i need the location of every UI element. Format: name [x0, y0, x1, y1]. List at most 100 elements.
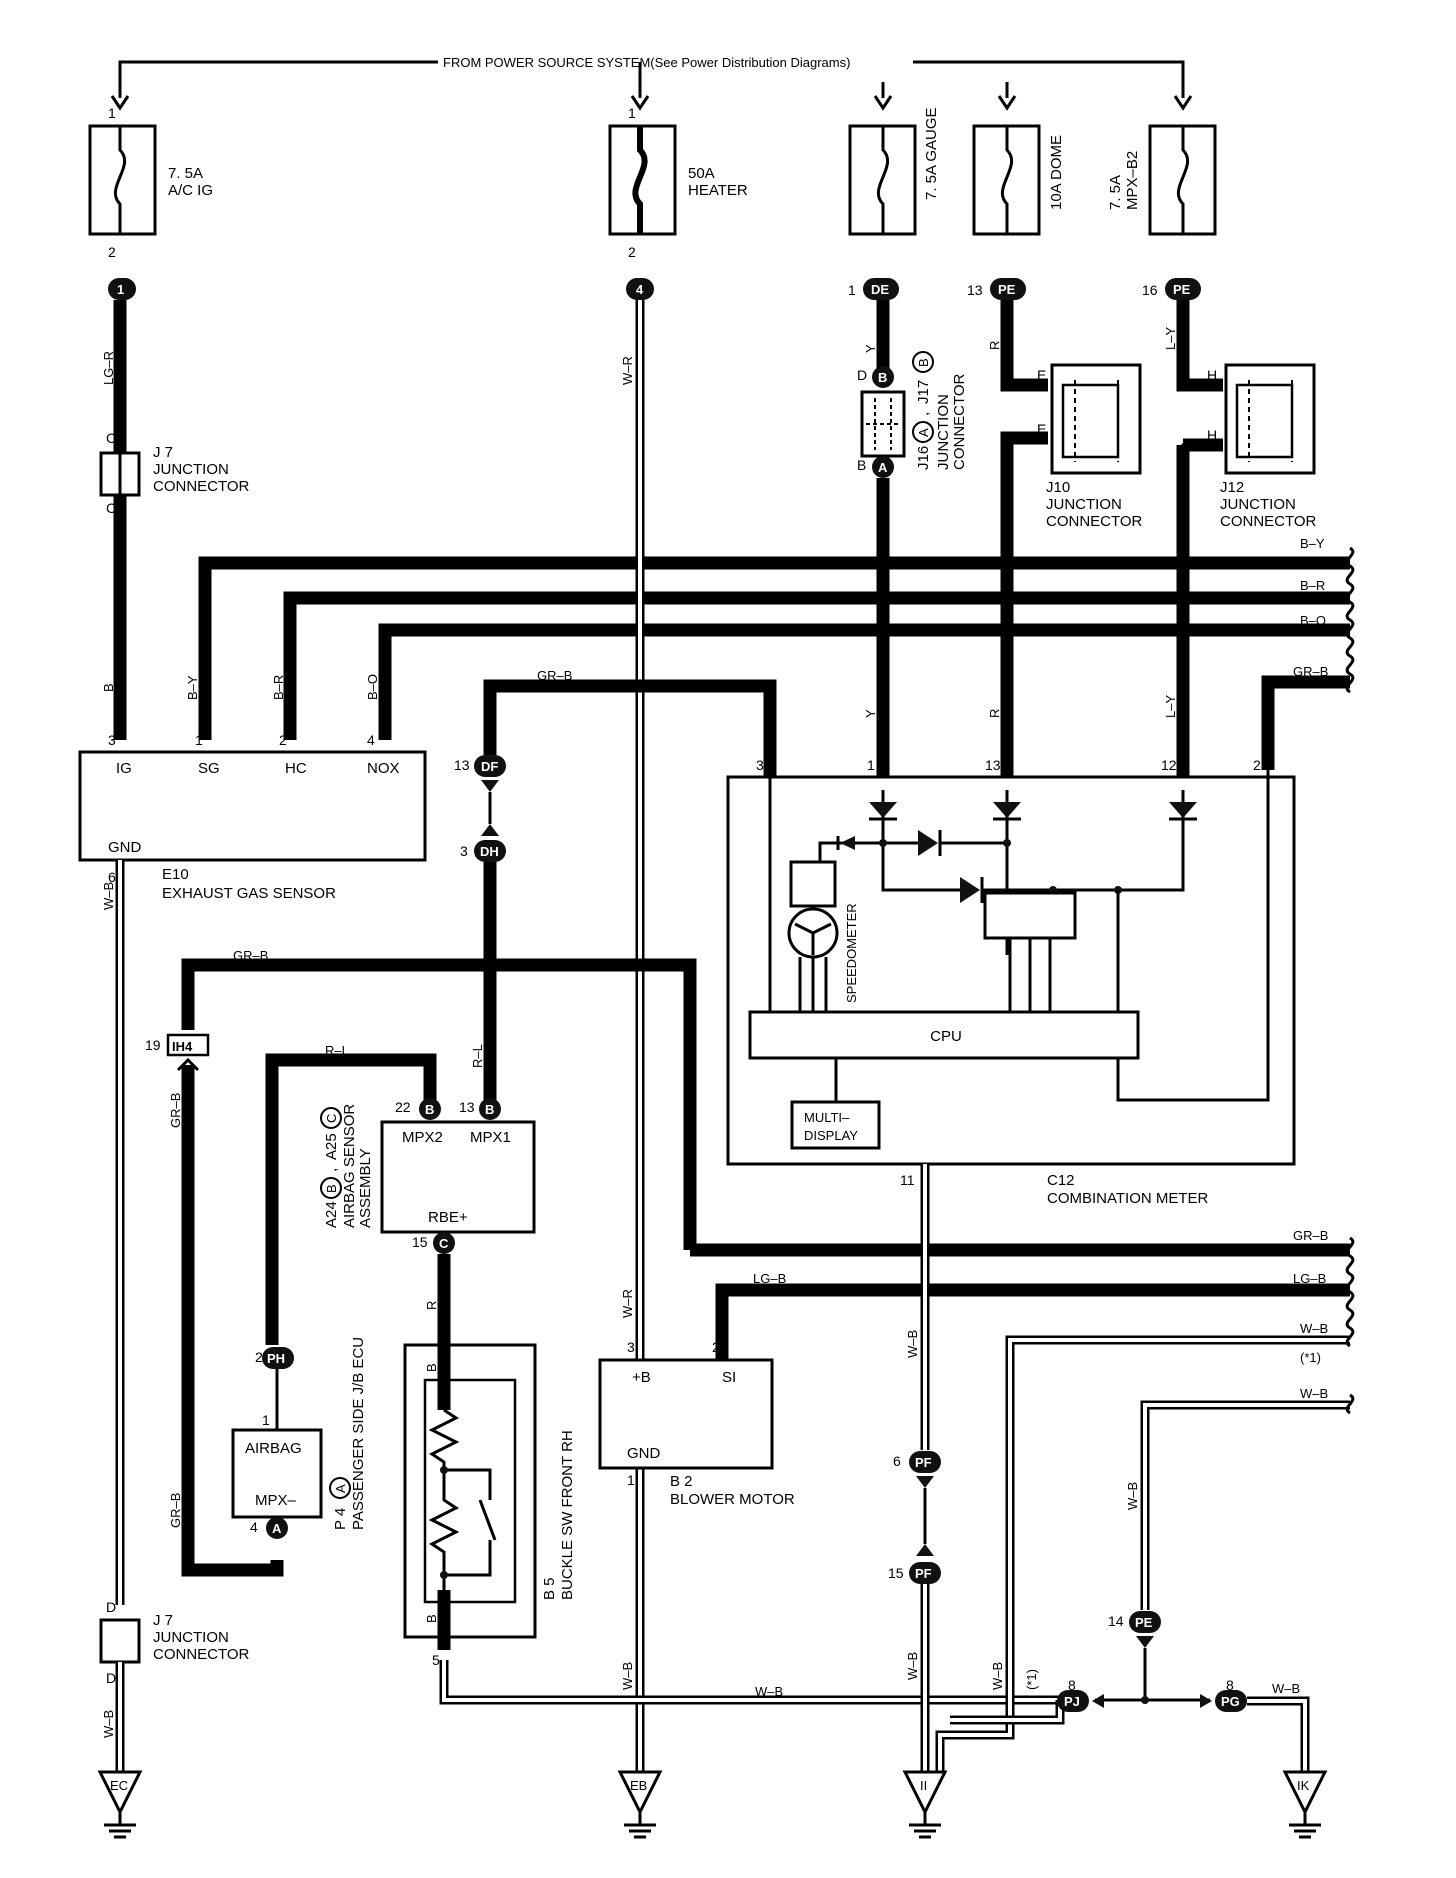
connector-ring — [912, 351, 934, 373]
fuse-element-icon — [632, 126, 648, 234]
pin-label: GND — [108, 839, 142, 856]
ground-icon — [617, 1770, 663, 1816]
pin-label: SI — [722, 1369, 736, 1386]
left-column-wiring: LG–R C C J 7 JUNCTION CONNECTOR B — [99, 300, 250, 740]
pin-label: RBE+ — [428, 1209, 468, 1226]
cpu-label: CPU — [930, 1028, 962, 1045]
connector-badge — [1215, 1690, 1247, 1712]
connector-label: C — [324, 1114, 339, 1123]
ground-icon — [97, 1770, 143, 1816]
ground-label: IK — [1297, 1778, 1310, 1793]
switch-icon — [444, 1468, 497, 1577]
connector-badge — [990, 278, 1026, 300]
wire-label: W–B — [101, 1710, 116, 1738]
fuse-rating: 50A — [688, 165, 715, 182]
rl-wire: R–L 2 PH — [255, 1043, 437, 1430]
junction-pin: E — [1037, 421, 1046, 437]
connector-label: C — [439, 1236, 449, 1251]
junction-line2: CONNECTOR — [1046, 513, 1143, 530]
connector-ih4 — [166, 1033, 210, 1057]
component-id: A25 — [323, 1133, 340, 1160]
diode-icon — [1169, 802, 1197, 818]
combination-meter: 3 1 13 12 2 SPE — [726, 757, 1296, 1207]
wire-label: LG–R — [101, 351, 116, 385]
fuse-pin-in: 1 — [628, 105, 636, 121]
wire-label: B — [101, 683, 116, 692]
wire-label: W–B — [990, 1662, 1005, 1690]
wire-label: GR–B — [1293, 664, 1328, 679]
connector-pin: 16 — [1142, 282, 1158, 298]
connector-label: PG — [1221, 1694, 1240, 1709]
wire-label: GR–B — [537, 668, 572, 683]
pin-number: 6 — [108, 869, 116, 885]
break-mark — [1345, 546, 1355, 694]
connector-label: B — [916, 358, 931, 367]
junction-pin: C — [106, 430, 116, 446]
exhaust-gas-sensor: 3 1 2 4 IG SG HC NOX GND 6 E10 EXHAUST G… — [78, 732, 427, 902]
junction-j7-bottom — [99, 1618, 141, 1664]
fuse-gauge: 7. 5A GAUGE — [848, 107, 940, 236]
fuse-box — [88, 124, 157, 236]
connector-badge — [479, 1098, 501, 1120]
fuse-dome: 10A DOME — [972, 124, 1065, 236]
junction-pin: D — [857, 367, 867, 383]
pin-number: 12 — [1161, 757, 1177, 773]
multi-display-label: DISPLAY — [804, 1128, 858, 1143]
connector-label: PE — [1173, 282, 1191, 297]
connector-badge — [262, 1347, 294, 1369]
airbag-sensor-assembly: 22 B 13 B MPX2 MPX1 RBE+ 15 C A24 B , A2… — [320, 1098, 536, 1345]
wire-label: R–L — [325, 1043, 349, 1058]
junction-title: J 7 — [153, 1612, 173, 1629]
connector-pin: 8 — [1068, 1677, 1076, 1693]
ground-ii: II — [902, 1770, 948, 1839]
ground-ik: IK — [1282, 1770, 1328, 1839]
component-name: BLOWER MOTOR — [670, 1491, 795, 1508]
fuse-rating: 7. 5A — [1107, 175, 1124, 210]
wire-label: L–Y — [1163, 695, 1178, 718]
junction-pin: D — [106, 1670, 116, 1686]
connector-label: A — [878, 460, 888, 475]
fuse-label: 10A DOME — [1048, 135, 1065, 210]
resistor-icon — [428, 1408, 460, 1590]
meter-ground-wire: W–B 6 PF 15 PF W–B — [888, 1164, 941, 1772]
pin-number: 1 — [867, 757, 875, 773]
junction-line1: JUNCTION — [153, 461, 229, 478]
wire-label: R — [987, 709, 1002, 718]
connector-pin: 8 — [1226, 1677, 1234, 1693]
junction-pin: D — [106, 1599, 116, 1615]
wire-label: W–B — [1300, 1386, 1328, 1401]
connector-label: PH — [267, 1351, 285, 1366]
pin-label: IG — [116, 760, 132, 777]
junction-j16-label: J16 A , J17 B JUNCTION CONNECTOR — [912, 351, 968, 470]
diode-icon — [993, 802, 1021, 818]
junction-title: J10 — [1046, 479, 1070, 496]
component-id: C12 — [1047, 1172, 1075, 1189]
pin-number: 4 — [250, 1519, 258, 1535]
fuse-ac-ig: 1 7. 5A A/C IG 2 — [88, 105, 213, 260]
note-label: (*1) — [1024, 1669, 1039, 1690]
wire-label: B–O — [1300, 613, 1326, 628]
wire-label: L–Y — [1163, 327, 1178, 350]
pin-label: +B — [632, 1369, 651, 1386]
wire-label: R — [987, 341, 1002, 350]
ground-label: II — [920, 1778, 927, 1793]
component-line: PASSENGER SIDE J/B ECU — [350, 1337, 367, 1530]
junction-pin: H — [1207, 367, 1217, 383]
pin-label: MPX1 — [470, 1129, 511, 1146]
ground-icon — [902, 1770, 948, 1816]
component-id: A24 — [323, 1201, 340, 1228]
wire-label: B — [424, 1614, 439, 1623]
component-id: P 4 — [332, 1508, 349, 1530]
junction-line1: JUNCTION — [935, 394, 952, 470]
connector-badge — [108, 278, 136, 300]
connector-pin: 19 — [145, 1037, 161, 1053]
grb-df-wire: GR–B 13 DF 3 DH R–L — [454, 668, 777, 1100]
junction-line1: JUNCTION — [1220, 496, 1296, 513]
wire-label: B–R — [271, 675, 286, 700]
connector-ring — [320, 1177, 342, 1199]
connector-badges-top: 1 4 1 DE 13 PE 16 PE — [108, 278, 1201, 300]
buckle-switch: B B B 5 BUCKLE SW FRONT RH 5 W–B — [403, 1343, 1060, 1705]
wire-label: W–B — [905, 1652, 920, 1680]
pin-number: 1 — [627, 1472, 635, 1488]
